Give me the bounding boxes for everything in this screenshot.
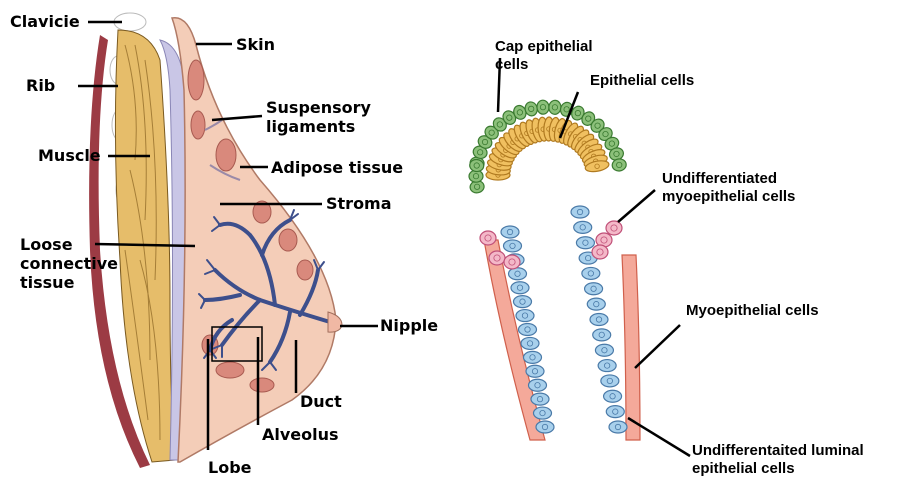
undiff-myo-cell xyxy=(504,255,520,269)
label-myo: Myoepithelial cells xyxy=(686,302,819,320)
luminal-cell xyxy=(582,267,600,279)
label-loose-connective: Loose connective tissue xyxy=(20,235,150,292)
nipple xyxy=(328,312,342,332)
undiff-myo-cell xyxy=(480,231,496,245)
luminal-cell xyxy=(501,226,519,238)
luminal-cell xyxy=(526,365,544,377)
luminal-cell xyxy=(531,393,549,405)
label-cap-epithelial: Cap epithelial cells xyxy=(495,38,625,74)
luminal-cell xyxy=(534,407,552,419)
luminal-cell xyxy=(529,379,547,391)
luminal-cell xyxy=(576,237,594,249)
label-muscle: Muscle xyxy=(38,146,101,165)
luminal-cell xyxy=(601,375,619,387)
undiff-myo-cell xyxy=(489,251,505,265)
label-undiff-myo: Undifferentiated myoepithelial cells xyxy=(662,170,832,206)
luminal-cell xyxy=(595,344,613,356)
leader-undiff-myo xyxy=(618,190,655,222)
cap-cell xyxy=(548,100,561,115)
label-alveolus: Alveolus xyxy=(262,425,339,444)
undiff-myoepithelial-cells xyxy=(480,221,622,269)
luminal-cell xyxy=(590,314,608,326)
luminal-cell xyxy=(574,221,592,233)
luminal-cell xyxy=(571,206,589,218)
luminal-cell xyxy=(524,351,542,363)
luminal-cell xyxy=(516,310,534,322)
luminal-cell xyxy=(511,282,529,294)
end-bud-diagram xyxy=(469,100,640,440)
luminal-cell xyxy=(585,283,603,295)
luminal-cell xyxy=(519,324,537,336)
luminal-cell xyxy=(521,337,539,349)
label-undiff-luminal: Undifferentaited luminal epithelial cell… xyxy=(692,442,907,478)
label-suspensory: Suspensory ligaments xyxy=(266,98,386,136)
luminal-cell xyxy=(593,329,611,341)
luminal-cell xyxy=(606,406,624,418)
label-duct: Duct xyxy=(300,392,342,411)
label-clavicle: Clavicie xyxy=(10,12,80,31)
luminal-cell xyxy=(504,240,522,252)
luminal-cell xyxy=(609,421,627,433)
label-epithelial: Epithelial cells xyxy=(590,72,694,90)
luminal-cell xyxy=(536,421,554,433)
label-nipple: Nipple xyxy=(380,316,438,335)
luminal-cell xyxy=(509,268,527,280)
label-lobe: Lobe xyxy=(208,458,252,477)
undiff-myo-cell xyxy=(592,245,608,259)
luminal-cell xyxy=(604,390,622,402)
label-skin: Skin xyxy=(236,35,275,54)
luminal-cell xyxy=(514,296,532,308)
cap-cell xyxy=(537,100,550,115)
luminal-cell xyxy=(598,360,616,372)
leader-myo xyxy=(635,325,680,368)
label-stroma: Stroma xyxy=(326,194,392,213)
undiff-myo-cell xyxy=(606,221,622,235)
luminal-cell xyxy=(587,298,605,310)
label-rib: Rib xyxy=(26,76,55,95)
label-adipose: Adipose tissue xyxy=(271,158,403,177)
